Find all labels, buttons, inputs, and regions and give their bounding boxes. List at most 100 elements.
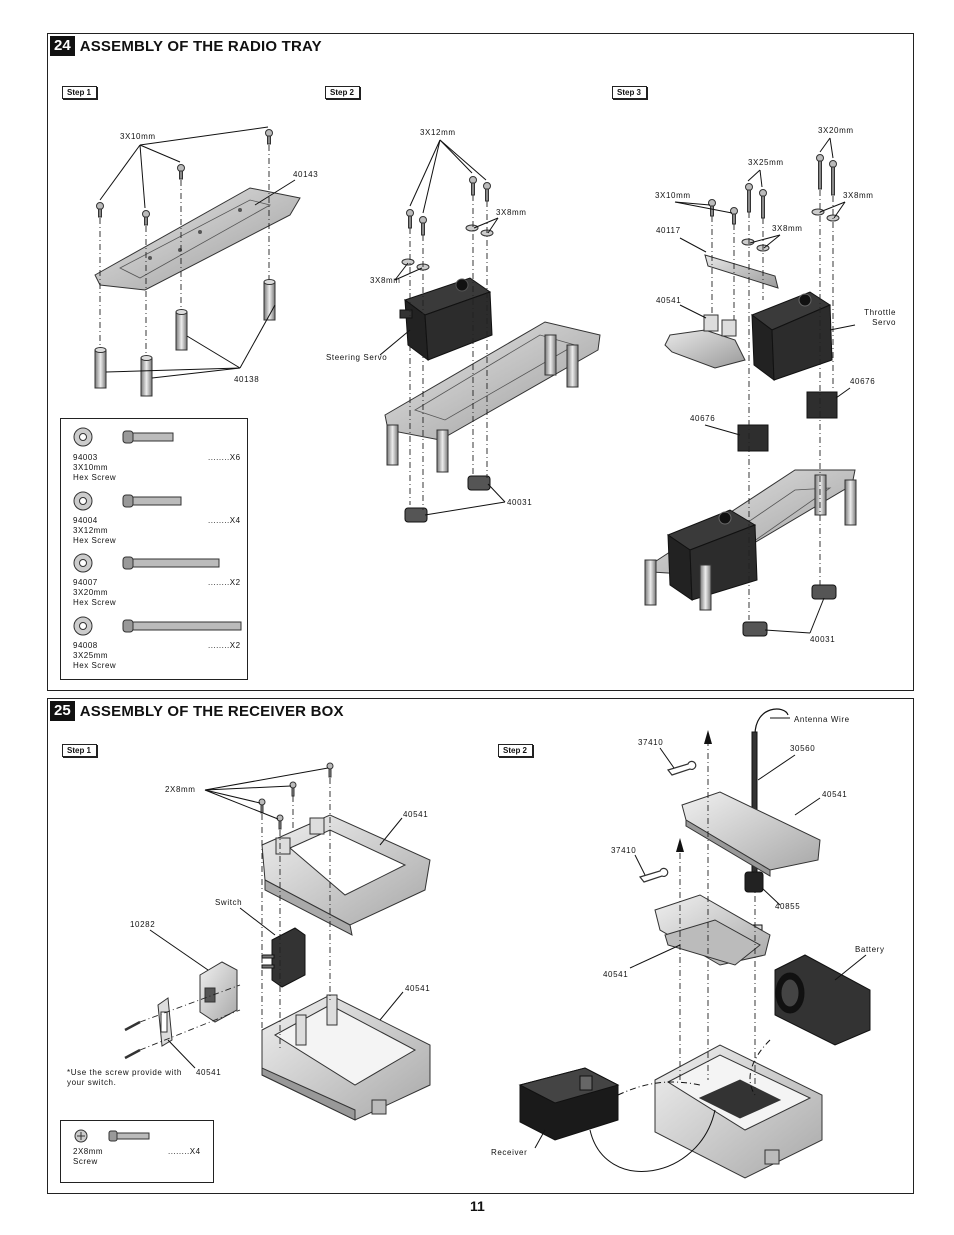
legend-size: 2X8mm <box>73 1147 104 1156</box>
throttle-servo <box>750 291 833 382</box>
body-clips-37410 <box>638 760 697 883</box>
mount-blocks-40676 <box>737 391 838 452</box>
label-40676-b: 40676 <box>690 414 716 423</box>
step-2-tag: Step 2 <box>498 744 534 757</box>
legend-code: 94007 <box>73 578 98 587</box>
legend-item-94004: 94004 3X12mm Hex Screw <box>73 516 116 546</box>
mount-bar-40117 <box>704 254 779 289</box>
legend-size: 3X20mm <box>73 588 109 597</box>
standoffs-step1 <box>94 279 276 397</box>
step-1-tag: Step 1 <box>62 744 98 757</box>
label-40541-cover: 40541 <box>822 790 848 799</box>
section-number: 24 <box>50 36 75 56</box>
label-3x10mm-s3: 3X10mm <box>655 191 691 200</box>
label-throttle-servo: Throttle Servo <box>864 308 896 327</box>
label-37410-b: 37410 <box>611 846 637 855</box>
radio-tray-drawing <box>94 126 857 637</box>
dash-lines-step2 <box>679 740 756 1090</box>
legend-item-94003: 94003 3X10mm Hex Screw <box>73 453 116 483</box>
label-40143: 40143 <box>293 170 319 179</box>
legend-item-2x8mm: 2X8mm Screw <box>73 1147 103 1167</box>
legend-size: 3X10mm <box>73 463 109 472</box>
dash-lines-step2 <box>409 195 488 510</box>
label-40541-plate: 40541 <box>196 1068 222 1077</box>
label-steering-servo: Steering Servo <box>326 353 388 362</box>
label-10282: 10282 <box>130 920 156 929</box>
standoffs-step3 <box>644 474 857 611</box>
section-title: ASSEMBLY OF THE RECEIVER BOX <box>79 702 344 720</box>
arrows-step2 <box>676 730 712 852</box>
dash-lines-step3 <box>711 190 834 620</box>
label-3x8mm-s3a: 3X8mm <box>843 191 874 200</box>
legend-icons-25 <box>74 1129 150 1143</box>
receiver-box-header: 25 ASSEMBLY OF THE RECEIVER BOX <box>50 701 344 721</box>
legend-size: 3X25mm <box>73 651 109 660</box>
label-3x8mm-s2b: 3X8mm <box>370 276 401 285</box>
label-40541-lid: 40541 <box>403 810 429 819</box>
label-switch: Switch <box>215 898 243 907</box>
label-battery: Battery <box>855 945 885 954</box>
box-cover-40541 <box>681 791 821 877</box>
label-37410-a: 37410 <box>638 738 664 747</box>
label-40031-s3: 40031 <box>810 635 836 644</box>
legend-icons-24 <box>73 427 242 636</box>
receiver-box-lid-frame <box>261 814 431 936</box>
receiver <box>518 1067 620 1141</box>
assembled-servo-step3 <box>666 509 758 601</box>
switch-plate-40541 <box>157 997 173 1047</box>
radio-tray-header: 24 ASSEMBLY OF THE RADIO TRAY <box>50 36 322 56</box>
legend-code: 94008 <box>73 641 98 650</box>
label-40138: 40138 <box>234 375 260 384</box>
legend-qty: ........X2 <box>208 578 241 587</box>
leaders-step1 <box>149 767 404 1069</box>
step-1-tag: Step 1 <box>62 86 98 99</box>
legend-type: Hex Screw <box>73 598 117 607</box>
label-30560: 30560 <box>790 744 816 753</box>
label-receiver: Receiver <box>491 1148 528 1157</box>
label-3x10mm-s1: 3X10mm <box>120 132 156 141</box>
label-3x25mm: 3X25mm <box>748 158 784 167</box>
switch-cover-10282 <box>199 961 238 1023</box>
label-40117: 40117 <box>656 226 681 235</box>
receiver-box-base <box>261 994 431 1121</box>
switch <box>261 927 306 988</box>
servo-saver-40541 <box>664 314 746 369</box>
legend-code: 94004 <box>73 516 98 525</box>
label-2x8mm: 2X8mm <box>165 785 196 794</box>
wires-step2 <box>589 1039 771 1172</box>
label-3x12mm: 3X12mm <box>420 128 456 137</box>
receiver-plate-40541 <box>654 894 771 966</box>
legend-item-94007: 94007 3X20mm Hex Screw <box>73 578 116 608</box>
label-3x8mm-s3b: 3X8mm <box>772 224 803 233</box>
label-40031-s2: 40031 <box>507 498 533 507</box>
leaders-step3 <box>674 137 856 634</box>
note-switch-screw: *Use the screw provide with your switch. <box>67 1068 182 1087</box>
legend-qty: ........X4 <box>208 516 241 525</box>
legend-code: 94003 <box>73 453 98 462</box>
label-40541-plate-s2: 40541 <box>603 970 629 979</box>
legend-size: 3X12mm <box>73 526 109 535</box>
mount-blocks-step2 <box>404 475 491 523</box>
section-number: 25 <box>50 701 75 721</box>
label-antenna-wire: Antenna Wire <box>794 715 850 724</box>
leaders-step2 <box>534 717 867 1149</box>
label-40855: 40855 <box>775 902 801 911</box>
legend-item-94008: 94008 3X25mm Hex Screw <box>73 641 116 671</box>
screws-step1 <box>96 129 273 226</box>
legend-type: Screw <box>73 1157 98 1166</box>
label-40541-s3: 40541 <box>656 296 682 305</box>
label-40541-base: 40541 <box>405 984 431 993</box>
leaders-step1 <box>99 126 296 379</box>
section-title: ASSEMBLY OF THE RADIO TRAY <box>79 37 322 55</box>
dash-lines-step1 <box>139 778 331 1051</box>
legend-type: Hex Screw <box>73 661 117 670</box>
legend-qty: ........X4 <box>168 1147 201 1156</box>
steering-servo <box>399 277 493 362</box>
screws-step2 <box>401 176 494 271</box>
battery <box>774 954 871 1046</box>
legend-type: Hex Screw <box>73 536 117 545</box>
step-2-tag: Step 2 <box>325 86 361 99</box>
label-3x20mm: 3X20mm <box>818 126 854 135</box>
legend-type: Hex Screw <box>73 473 117 482</box>
